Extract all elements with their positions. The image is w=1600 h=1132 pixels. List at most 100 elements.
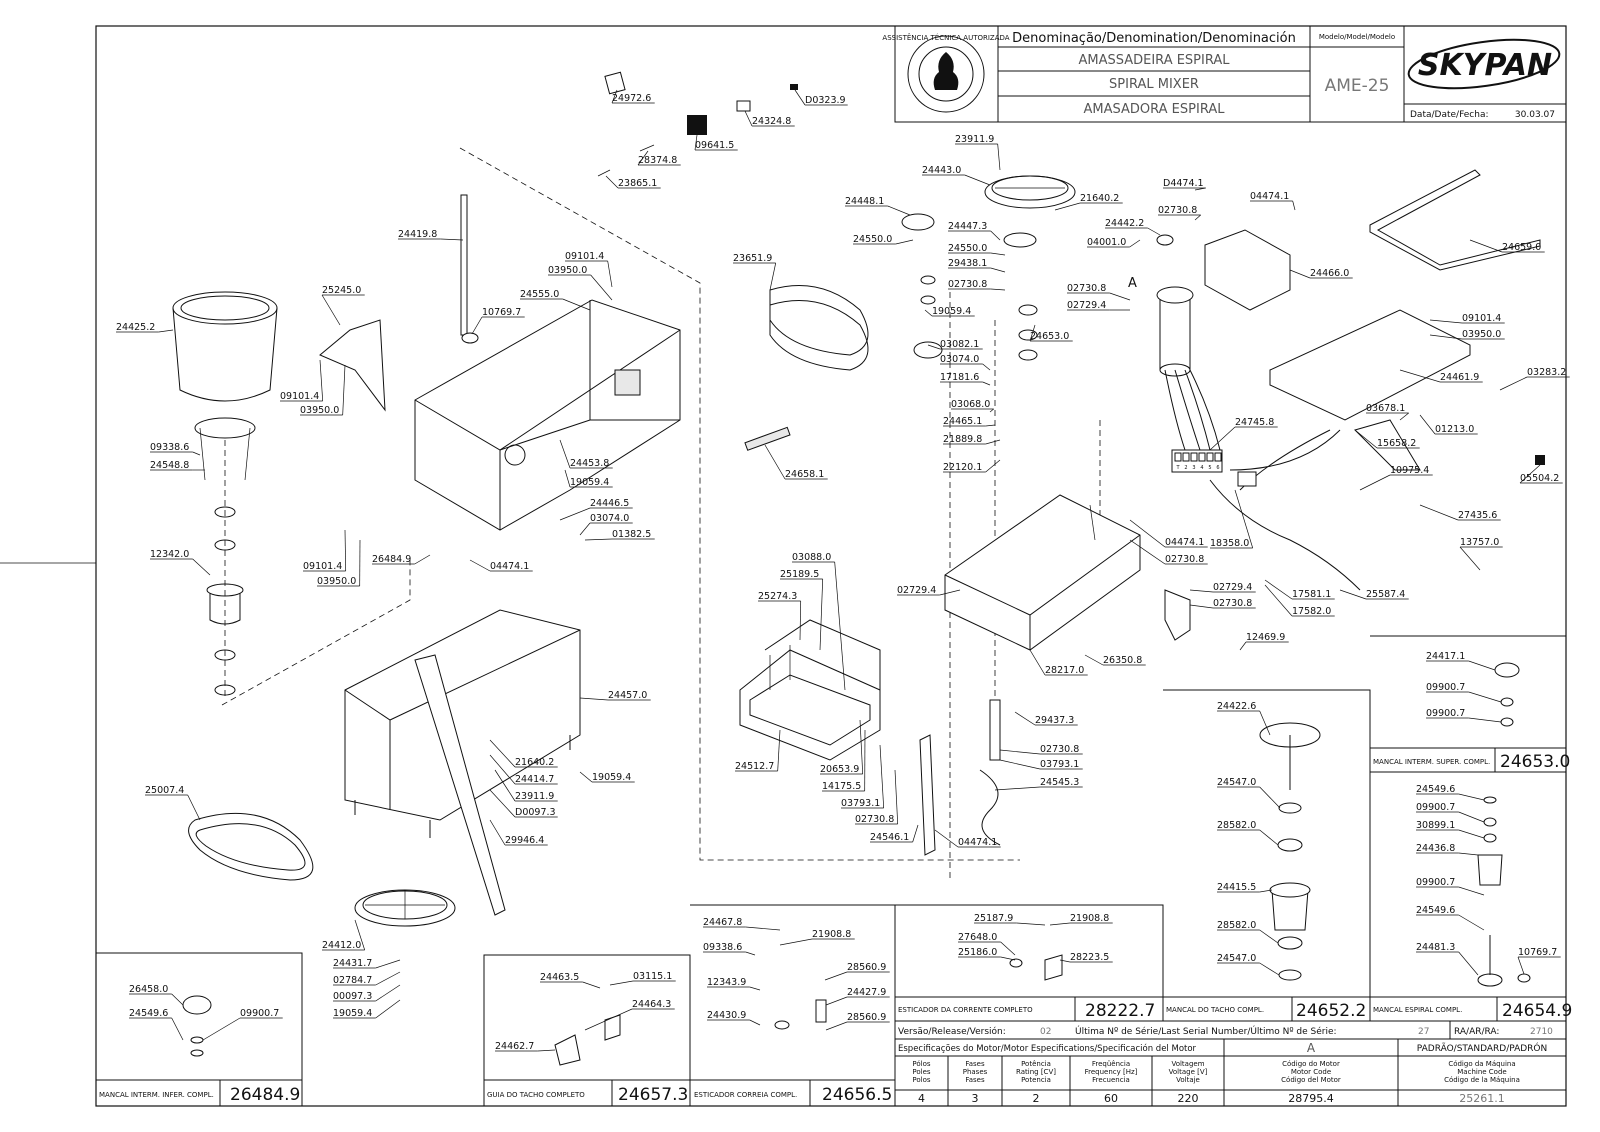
bowl [172, 291, 278, 700]
part-number: 03082.1 [940, 339, 979, 350]
part-number: 24465.1 [943, 416, 982, 427]
part-number: 28582.0 [1217, 820, 1256, 831]
part-callout: 24550.0 [948, 243, 1006, 256]
spec-header: Pólos [912, 1060, 930, 1068]
part-callout: 09338.6 [150, 442, 201, 456]
part-callout: D4474.1 [1163, 178, 1206, 191]
part-callout: 24653.0 [1029, 324, 1073, 342]
part-callout: 28582.0 [1217, 920, 1279, 944]
part-number: 25245.0 [322, 285, 361, 296]
part-callout: 28582.0 [1217, 820, 1279, 846]
part-number: 00097.3 [333, 991, 372, 1002]
part-callout: 24549.6 [1416, 784, 1485, 801]
part-callout: 24427.9 [825, 987, 890, 1006]
part-callout: 26350.8 [1084, 654, 1146, 666]
part-number: 18358.0 [1210, 538, 1249, 549]
part-callout: 12343.9 [707, 977, 761, 991]
part-number: 23911.9 [515, 791, 554, 802]
spec-header: Rating [CV] [1016, 1068, 1056, 1076]
callout-leader [1429, 319, 1463, 324]
part-number: 28582.0 [1217, 920, 1256, 931]
spec-header: Motor Code [1291, 1068, 1331, 1076]
part-number: 01213.0 [1435, 424, 1474, 435]
part-number: 24546.1 [870, 832, 909, 843]
part-number: 24422.6 [1217, 701, 1256, 712]
callout-leader [321, 294, 341, 326]
callout-leader [825, 996, 848, 1006]
part-callout: 24442.2 [1105, 218, 1161, 236]
label-sticker [604, 71, 626, 95]
callout-leader [745, 926, 781, 931]
part-callout: 24436.8 [1416, 843, 1479, 856]
part-number: 03283.2 [1527, 367, 1566, 378]
callout-leader [1059, 959, 1071, 963]
ra-label: RA/AR/RA: [1454, 1027, 1499, 1037]
part-number: 24442.2 [1105, 218, 1144, 229]
part-number: 10975.4 [1390, 465, 1429, 476]
part-number: 24555.0 [520, 289, 559, 300]
callout-leader [471, 316, 483, 335]
part-number: 03950.0 [1462, 329, 1501, 340]
part-callout: 09900.7 [1426, 708, 1502, 723]
part-callout: 24464.3 [584, 999, 675, 1031]
part-callout: 23911.9 [955, 134, 1001, 171]
part-callout: 03068.0 [951, 399, 994, 413]
part-callout: 03950.0 [300, 364, 346, 416]
part-callout: 21908.8 [779, 929, 855, 946]
part-callout: 04001.0 [1087, 237, 1141, 248]
callout-leader [1469, 239, 1503, 253]
spec-header: Voltage [V] [1169, 1068, 1208, 1076]
part-number: 09900.7 [1426, 708, 1465, 719]
part-number: 09900.7 [1426, 682, 1465, 693]
base-tray [944, 494, 1141, 651]
part-callout: 24467.8 [703, 917, 781, 931]
part-callout: 09641.5 [694, 134, 738, 151]
part-callout: 18358.0 [1210, 489, 1254, 549]
part-number: 05504.2 [1520, 473, 1559, 484]
callout-leader [171, 993, 184, 1006]
part-callout: 24419.8 [398, 229, 464, 241]
part-number: 03678.1 [1366, 403, 1405, 414]
callout-leader [1129, 539, 1166, 565]
part-callout: 24546.1 [870, 824, 919, 843]
spec-value: 4 [918, 1092, 925, 1105]
callout-leader [982, 381, 991, 386]
part-callout: 21908.8 [1049, 913, 1113, 926]
part-callout: 05504.2 [1519, 464, 1563, 484]
part-callout: 03115.1 [609, 971, 676, 986]
callout-leader [1259, 962, 1280, 976]
callout-leader [1259, 829, 1279, 846]
part-number: 02729.4 [1067, 300, 1106, 311]
part-callout: 24412.0 [322, 919, 366, 951]
callout-leader [1239, 641, 1247, 651]
part-callout: 02730.8 [1158, 205, 1201, 221]
part-number: 02730.8 [1165, 554, 1204, 565]
part-number: 09900.7 [240, 1008, 279, 1019]
logo-decal [597, 144, 655, 177]
part-number: 09101.4 [1462, 313, 1501, 324]
terminal-label: 2 [1184, 465, 1187, 471]
part-number: 21640.2 [515, 757, 554, 768]
part-number: 09900.7 [1416, 802, 1455, 813]
model-number: AME-25 [1325, 76, 1390, 96]
motor-spec-columns: PólosPolesPolos4FasesPhasesFases3Potênci… [912, 1060, 1519, 1105]
part-number: 24446.5 [590, 498, 629, 509]
part-number: 24415.5 [1217, 882, 1256, 893]
part-number: 24467.8 [703, 917, 742, 928]
part-callout: 09101.4 [1429, 313, 1505, 324]
spec-value: 25261.1 [1459, 1092, 1505, 1105]
part-callout: 01382.5 [584, 529, 655, 541]
callout-leader [794, 89, 806, 106]
part-number: 29437.3 [1035, 715, 1074, 726]
chain-segment [744, 426, 791, 451]
part-number: 24972.6 [612, 93, 651, 104]
part-callout: 00097.3 [333, 984, 401, 1002]
terminal-label: T [1175, 465, 1180, 471]
terminal-label: 4 [1200, 465, 1203, 471]
callout-leader [1359, 474, 1391, 491]
spec-header: Polos [912, 1076, 930, 1084]
part-callout: 09338.6 [703, 942, 756, 956]
part-callout: 24461.9 [1399, 369, 1483, 383]
part-number: 04001.0 [1087, 237, 1126, 248]
part-callout: 03678.1 [1366, 403, 1409, 421]
